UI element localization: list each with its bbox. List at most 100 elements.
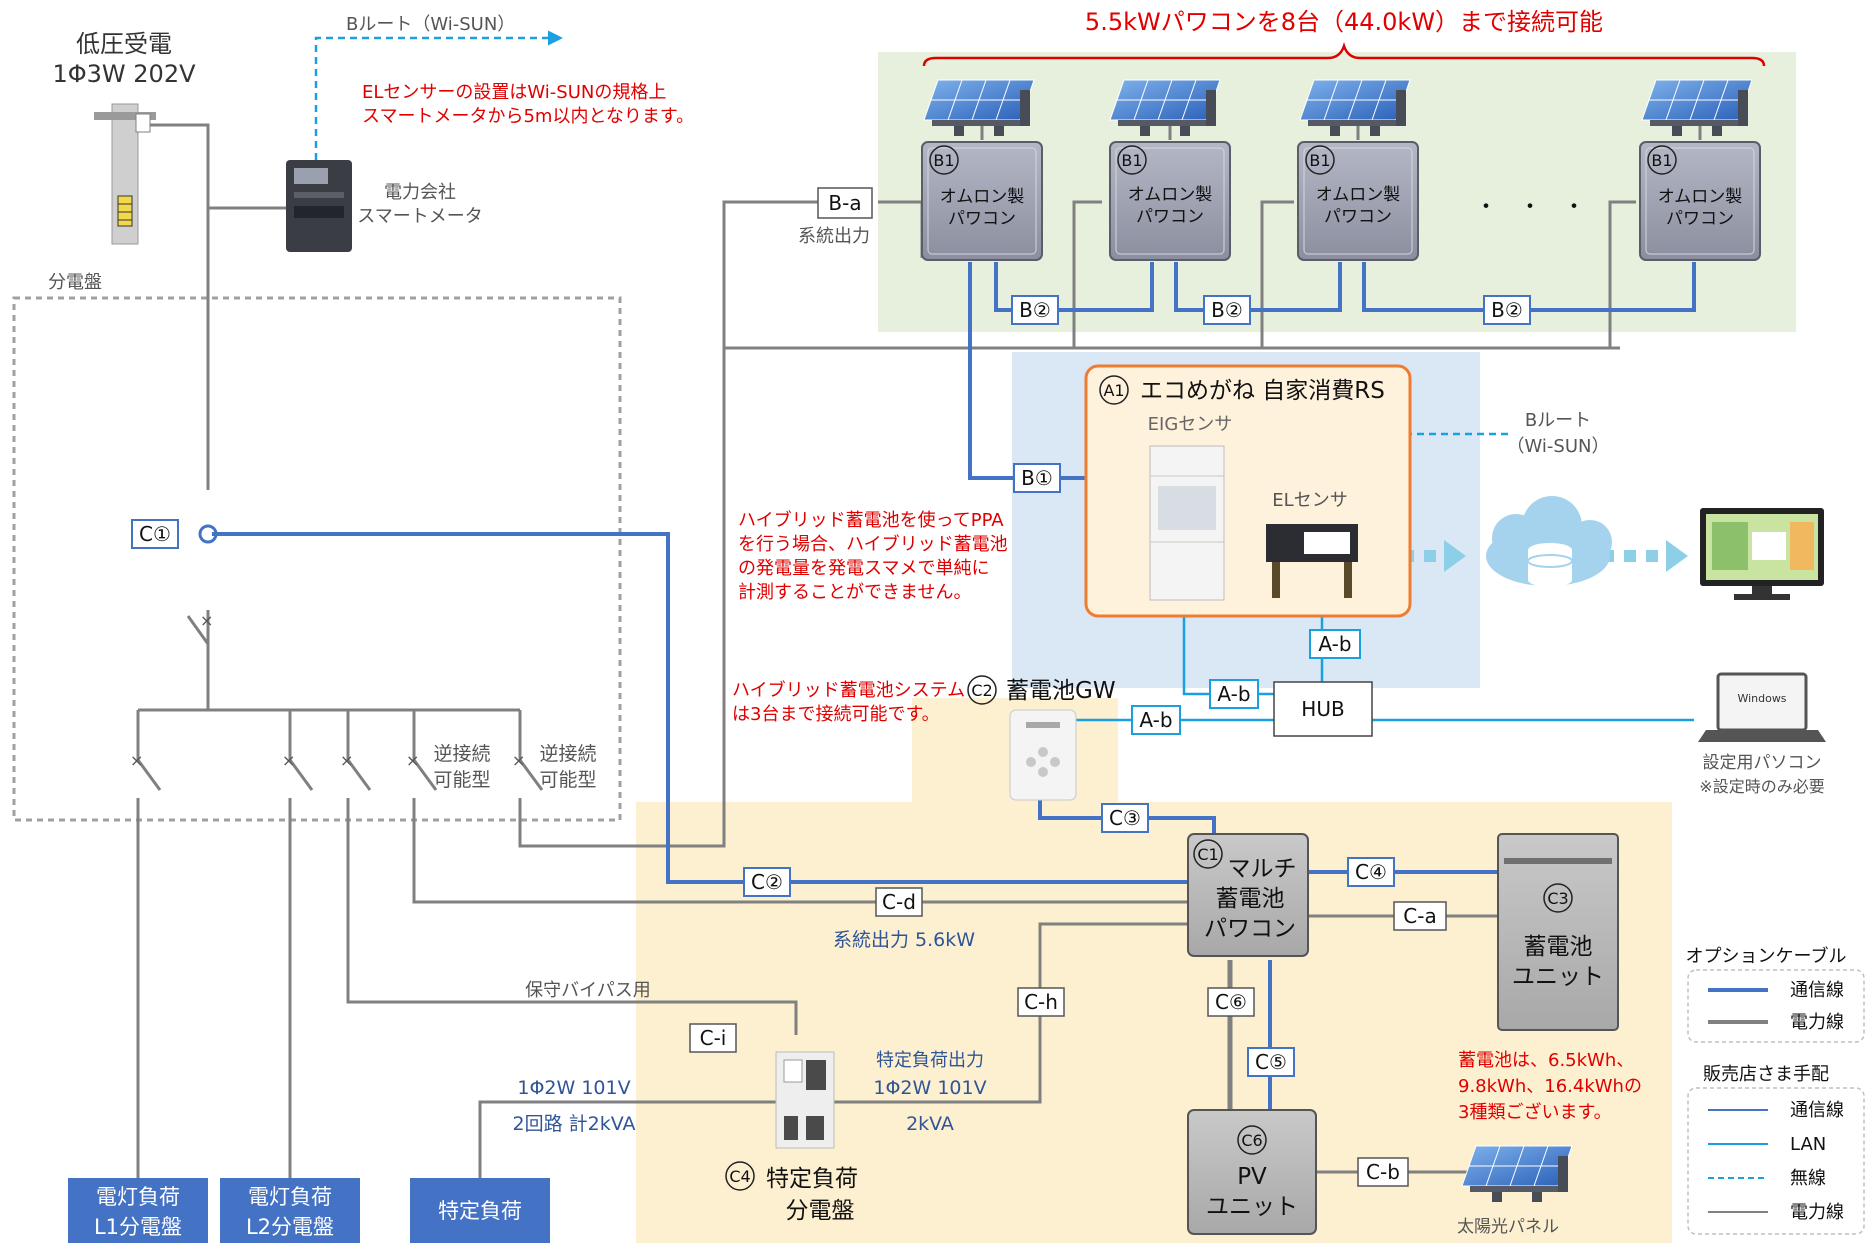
pv-unit-line1: PV bbox=[1237, 1164, 1267, 1190]
battery-unit-line2: ユニット bbox=[1512, 964, 1604, 990]
load-l1-line2: L1分電盤 bbox=[94, 1215, 182, 1239]
cable-label-cb: C-b bbox=[1366, 1160, 1400, 1184]
pcs-2-line2: パワコン bbox=[1136, 207, 1204, 227]
load-l1-box: 電灯負荷 L1分電盤 bbox=[68, 1178, 208, 1243]
legend-dealer-comm: 通信線 bbox=[1790, 1100, 1844, 1121]
load-specific-label: 特定負荷 bbox=[438, 1199, 522, 1223]
ppa-note-line4: 計測することができません。 bbox=[738, 582, 971, 603]
system-output-5-6: 系統出力 5.6kW bbox=[833, 929, 975, 951]
battery-note-line1: 蓄電池は、6.5kWh、 bbox=[1458, 1050, 1634, 1071]
pcs-1-line1: オムロン製 bbox=[940, 187, 1025, 207]
el-note-line1: ELセンサーの設置はWi-SUNの規格上 bbox=[362, 82, 666, 103]
pcs-4-line1: オムロン製 bbox=[1658, 187, 1743, 207]
battery-note-line2: 9.8kWh、16.4kWhの bbox=[1458, 1076, 1642, 1097]
pc-label-line2: ※設定時のみ必要 bbox=[1699, 777, 1824, 796]
laptop-icon: Windows bbox=[1698, 672, 1826, 742]
reverse1-line2: 可能型 bbox=[433, 769, 490, 791]
meter-label-line1: 電力会社 bbox=[384, 182, 456, 203]
load-l2-line1: 電灯負荷 bbox=[248, 1185, 332, 1209]
cable-label-b2-1: B② bbox=[1019, 298, 1051, 322]
legend-option-power: 電力線 bbox=[1790, 1012, 1844, 1033]
pv-unit-line2: ユニット bbox=[1206, 1194, 1298, 1220]
cable-label-b1: B① bbox=[1021, 466, 1053, 490]
pcs-1: B1 オムロン製 パワコン bbox=[921, 141, 1043, 261]
svg-text:×: × bbox=[512, 751, 525, 770]
grid-title-line1: 低圧受電 bbox=[76, 30, 172, 58]
hybrid-note-line2: は3台まで接続可能です。 bbox=[732, 704, 940, 725]
battery-area-background bbox=[636, 698, 1672, 1243]
cable-label-c5: C⑤ bbox=[1255, 1050, 1287, 1074]
ppa-note-line3: の発電量を発電スマメで単純に bbox=[738, 558, 989, 579]
cable-label-c3: C③ bbox=[1109, 806, 1141, 830]
c4-line1: 特定負荷 bbox=[766, 1166, 858, 1192]
multi-battery-pcs: C1 マルチ 蓄電池 パワコン bbox=[1187, 833, 1309, 957]
pcs-1-line2: パワコン bbox=[948, 209, 1016, 229]
multi-pcs-tag: C1 bbox=[1197, 845, 1218, 864]
reverse2-line1: 逆接続 bbox=[539, 743, 596, 765]
legend-dealer-wireless: 無線 bbox=[1790, 1168, 1826, 1189]
hybrid-note-line1: ハイブリッド蓄電池システム bbox=[732, 679, 965, 701]
cloud-database-icon bbox=[1486, 496, 1612, 587]
pv-unit: C6 PV ユニット bbox=[1187, 1109, 1317, 1235]
solar-panel-label: 太陽光パネル bbox=[1457, 1217, 1559, 1237]
broute-right-line1: Bルート bbox=[1525, 410, 1591, 431]
cable-label-ch: C-h bbox=[1024, 990, 1058, 1014]
multi-pcs-line1: マルチ bbox=[1228, 856, 1297, 882]
pcs-3-line2: パワコン bbox=[1324, 207, 1392, 227]
reverse1-line1: 逆接続 bbox=[433, 743, 490, 765]
pc-label-line1: 設定用パソコン bbox=[1703, 753, 1822, 773]
pv-unit-tag: C6 bbox=[1241, 1131, 1262, 1150]
grid-title-line2: 1Φ3W 202V bbox=[52, 60, 196, 88]
el-label: ELセンサ bbox=[1272, 490, 1347, 511]
ppa-note-line2: を行う場合、ハイブリッド蓄電池 bbox=[738, 533, 1008, 555]
pcs-4: B1 オムロン製 パワコン bbox=[1639, 141, 1761, 261]
bypass-label: 保守バイパス用 bbox=[525, 980, 651, 1001]
specific-load-panel-icon bbox=[775, 1051, 835, 1149]
svg-text:×: × bbox=[282, 751, 295, 770]
legend-dealer-title: 販売店さま手配 bbox=[1703, 1064, 1829, 1085]
battery-gateway-icon bbox=[1009, 709, 1077, 801]
smart-meter-icon bbox=[286, 160, 352, 252]
reverse2-line2: 可能型 bbox=[539, 769, 596, 791]
svg-text:×: × bbox=[130, 751, 143, 770]
svg-text:×: × bbox=[340, 751, 353, 770]
cable-label-ba: B-a bbox=[828, 191, 861, 215]
specific-out-line2: 1Φ2W 101V bbox=[873, 1077, 986, 1099]
svg-text:×: × bbox=[406, 751, 419, 770]
monitor-display-icon bbox=[1700, 508, 1824, 600]
cable-label-c2: C② bbox=[751, 870, 783, 894]
el-sensor-icon bbox=[1266, 524, 1358, 598]
eco-title: エコめがね 自家消費RS bbox=[1140, 378, 1385, 404]
el-note-line2: スマートメータから5m以内となります。 bbox=[362, 106, 694, 127]
ct-clamp-icon bbox=[198, 524, 218, 544]
meter-label-line2: スマートメータ bbox=[357, 206, 482, 227]
specific-left-line1: 1Φ2W 101V bbox=[517, 1077, 630, 1099]
gw-tag: C2 bbox=[971, 681, 992, 700]
more-pcs-dots: ・ ・ ・ bbox=[1475, 195, 1585, 220]
pcs-3-tag: B1 bbox=[1309, 151, 1330, 170]
pcs-2-tag: B1 bbox=[1121, 151, 1142, 170]
multi-pcs-line3: パワコン bbox=[1204, 916, 1296, 942]
c4-tag-circle bbox=[725, 1161, 755, 1191]
switch-marks: ×××××× bbox=[130, 611, 525, 770]
cable-labels: B-a B② B② B② B① A-b A-b A-b C① C② C③ C④ … bbox=[131, 187, 1531, 1187]
cable-label-ab-2: A-b bbox=[1217, 682, 1250, 706]
broute-right-line2: （Wi-SUN） bbox=[1507, 436, 1610, 457]
c4-line2: 分電盤 bbox=[786, 1198, 855, 1224]
legend-option-comm: 通信線 bbox=[1790, 980, 1844, 1001]
load-l1-line1: 電灯負荷 bbox=[96, 1185, 180, 1209]
broute-top-label: Bルート（Wi-SUN） bbox=[346, 14, 515, 35]
cable-label-ci: C-i bbox=[700, 1026, 727, 1050]
legend-dealer-lan: LAN bbox=[1790, 1134, 1826, 1155]
pcs-2-line1: オムロン製 bbox=[1128, 185, 1213, 205]
pcs-3-line1: オムロン製 bbox=[1316, 185, 1401, 205]
distribution-panel-box bbox=[12, 296, 622, 822]
cable-label-c6: C⑥ bbox=[1215, 990, 1247, 1014]
pcs-4-tag: B1 bbox=[1651, 151, 1672, 170]
eco-tag-circle bbox=[1099, 375, 1129, 405]
eig-label: EIGセンサ bbox=[1148, 414, 1233, 435]
hub-box bbox=[1273, 681, 1373, 737]
c4-tag: C4 bbox=[729, 1167, 750, 1186]
multi-pcs-line2: 蓄電池 bbox=[1216, 886, 1285, 912]
